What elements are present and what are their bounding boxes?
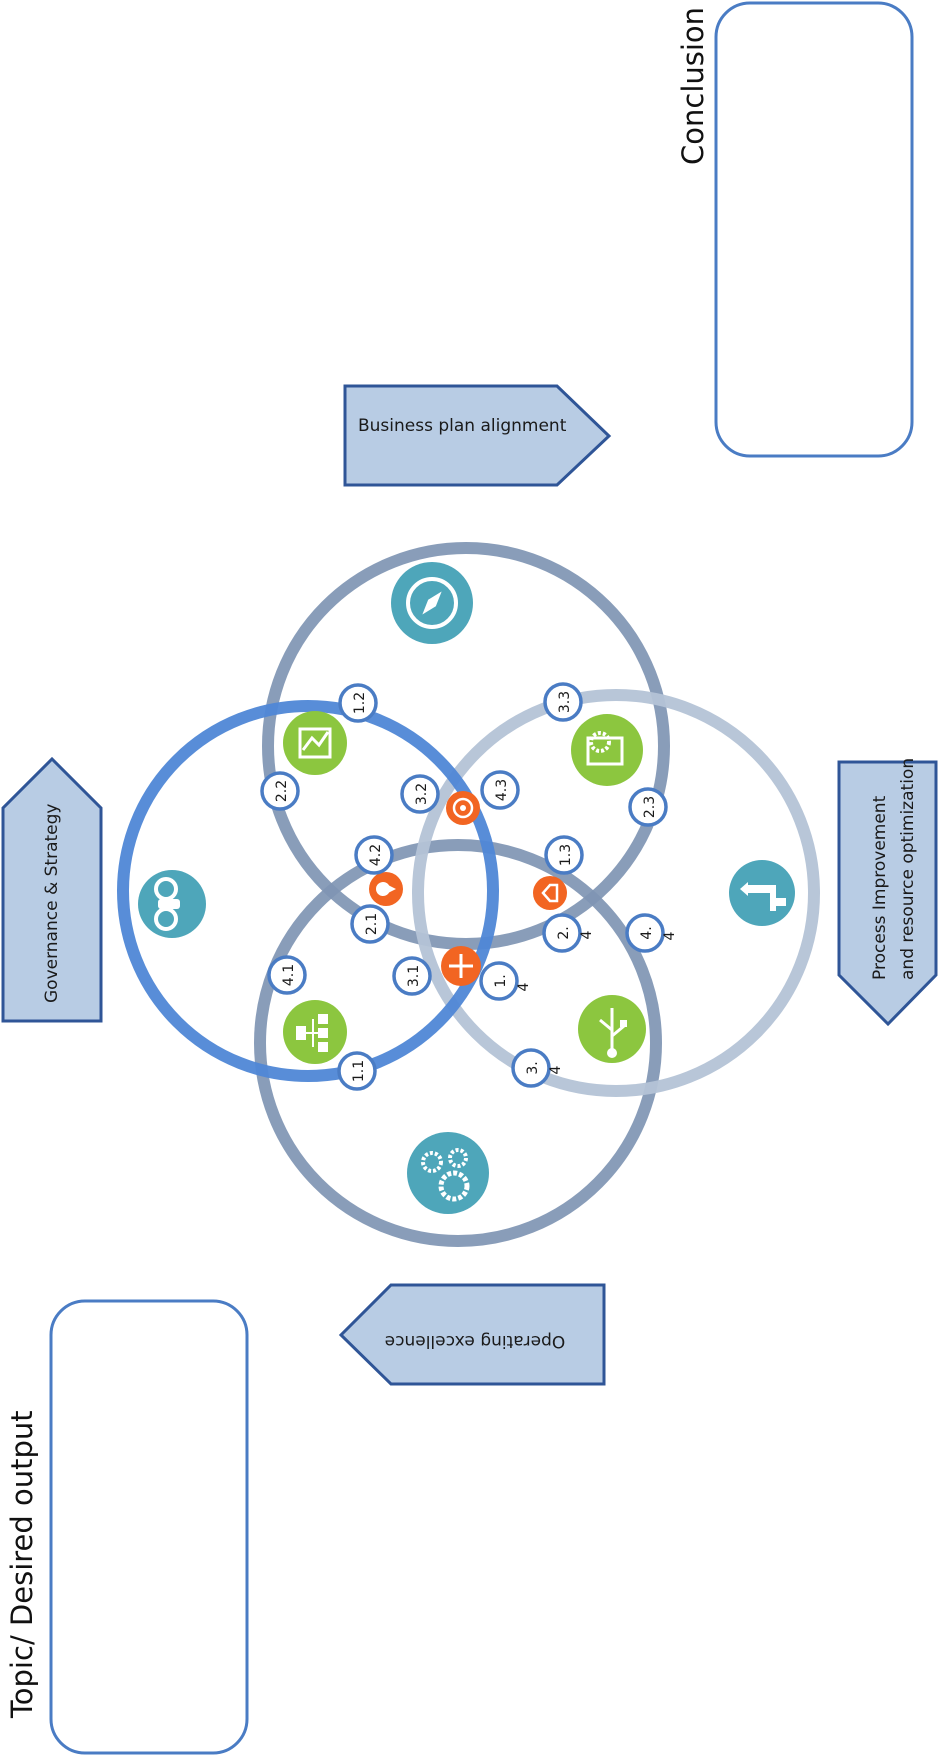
svg-text:4: 4 (579, 930, 595, 939)
ring-left (117, 700, 499, 1082)
svg-text:1.3: 1.3 (558, 844, 574, 866)
operating-label: Operating excellence (385, 1331, 566, 1351)
svg-text:4: 4 (662, 931, 678, 940)
process-label-line1: Process Improvement (870, 795, 890, 980)
svg-text:4.: 4. (639, 926, 655, 939)
svg-text:2.3: 2.3 (642, 796, 658, 818)
node-2-3[interactable]: 2.3 (628, 787, 668, 827)
usb-icon (578, 995, 646, 1063)
chart-icon (283, 711, 347, 775)
svg-text:4: 4 (548, 1065, 564, 1074)
svg-text:1.: 1. (493, 974, 509, 987)
node-1-4[interactable]: 1. 4 (479, 961, 532, 1001)
gears-icon (407, 1132, 489, 1214)
process-arrow (837, 760, 938, 1027)
topic-box[interactable] (49, 1299, 249, 1755)
svg-text:2.1: 2.1 (364, 913, 380, 935)
compass-icon (391, 562, 473, 644)
node-4-1[interactable]: 4.1 (267, 955, 307, 995)
hierarchy-icon (283, 1000, 347, 1064)
svg-text:2.: 2. (556, 926, 572, 939)
governance-arrow (1, 756, 103, 1023)
node-3-1[interactable]: 3.1 (392, 956, 432, 996)
business-label: Business plan alignment (358, 416, 567, 436)
node-3-2[interactable]: 3.2 (400, 774, 440, 814)
diamond-icon (533, 876, 567, 910)
node-1-3[interactable]: 1.3 (544, 835, 584, 875)
node-2-1[interactable]: 2.1 (350, 904, 390, 944)
svg-text:4.3: 4.3 (494, 779, 510, 801)
svg-text:4.1: 4.1 (281, 964, 297, 986)
ring-right (412, 689, 820, 1097)
process-label-line2: and resource optimization (898, 758, 918, 980)
ring-top (262, 542, 670, 950)
scissors-icon (441, 946, 481, 986)
node-1-1[interactable]: 1.1 (337, 1051, 377, 1091)
business-arrow (343, 384, 612, 487)
node-3-3[interactable]: 3.3 (543, 682, 583, 722)
svg-text:1.2: 1.2 (352, 692, 368, 714)
svg-text:4.2: 4.2 (368, 844, 384, 866)
ring-bottom (254, 839, 662, 1247)
svg-text:3.2: 3.2 (414, 783, 430, 805)
governance-label: Governance & Strategy (42, 804, 62, 1003)
node-2-2[interactable]: 2.2 (260, 771, 300, 811)
node-2-4[interactable]: 2. 4 (542, 913, 595, 953)
node-4-4[interactable]: 4. 4 (625, 913, 678, 953)
target-icon (446, 791, 480, 825)
conclusion-box[interactable] (714, 1, 914, 458)
node-4-3[interactable]: 4.3 (480, 770, 520, 810)
svg-text:2.2: 2.2 (274, 780, 290, 802)
operating-arrow (338, 1283, 606, 1386)
node-4-2[interactable]: 4.2 (354, 835, 394, 875)
svg-text:4: 4 (516, 982, 532, 991)
settings-monitor-icon (571, 714, 643, 786)
bulb-icon (369, 872, 403, 906)
svg-text:1.1: 1.1 (351, 1060, 367, 1082)
node-1-2[interactable]: 1.2 (338, 683, 378, 723)
svg-text:3.1: 3.1 (406, 965, 422, 987)
topic-title: Topic/ Desired output (5, 1410, 39, 1719)
node-3-4[interactable]: 3. 4 (511, 1048, 564, 1088)
binoculars-icon (138, 870, 206, 938)
conclusion-title: Conclusion (676, 7, 710, 165)
svg-text:3.3: 3.3 (557, 691, 573, 713)
signpost-icon (729, 860, 795, 926)
svg-text:3.: 3. (525, 1061, 541, 1074)
